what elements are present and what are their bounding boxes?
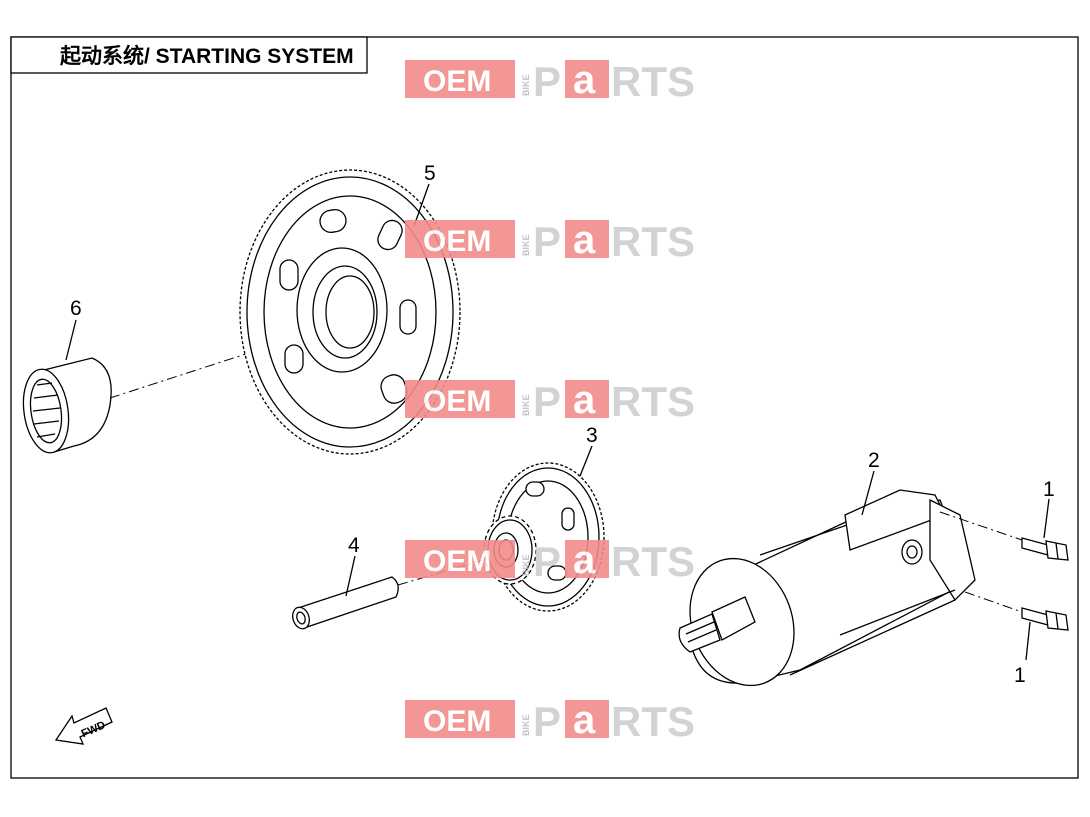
- watermark: OEM BIKE P a RTS: [405, 58, 695, 105]
- part-1-bolt-lower[interactable]: [1021, 607, 1069, 631]
- title-box: [10, 36, 368, 74]
- part-1-bolt-upper[interactable]: [1021, 537, 1069, 561]
- svg-text:OEM: OEM: [423, 705, 491, 738]
- svg-text:OEM: OEM: [423, 225, 491, 258]
- fwd-arrow-icon: FWD: [54, 707, 113, 745]
- part-4-shaft[interactable]: [290, 576, 399, 631]
- svg-text:P: P: [533, 538, 561, 585]
- svg-text:BIKE: BIKE: [521, 394, 531, 416]
- callout-5: 5: [424, 162, 436, 185]
- svg-text:RTS: RTS: [611, 378, 695, 425]
- callout-4: 4: [348, 534, 360, 557]
- callout-2: 2: [868, 449, 880, 472]
- axis-line-bolt-upper: [939, 511, 1023, 541]
- part-3-idler-gear[interactable]: [483, 462, 605, 612]
- svg-text:OEM: OEM: [423, 65, 491, 98]
- svg-text:a: a: [573, 378, 596, 422]
- svg-text:BIKE: BIKE: [521, 714, 531, 736]
- callout-1b: 1: [1014, 664, 1026, 687]
- svg-text:RTS: RTS: [611, 538, 695, 585]
- svg-text:P: P: [533, 698, 561, 745]
- svg-text:a: a: [573, 698, 596, 742]
- svg-text:BIKE: BIKE: [521, 554, 531, 576]
- svg-text:P: P: [533, 378, 561, 425]
- part-6-bearing[interactable]: [18, 357, 112, 456]
- diagram-title: 起动系统/ STARTING SYSTEM: [59, 44, 354, 68]
- watermark: OEM BIKE P a RTS: [405, 698, 695, 745]
- svg-text:a: a: [573, 538, 596, 582]
- watermarks: OEM BIKE P a RTS OEM BIKE P a RTS OEM BI…: [405, 58, 695, 745]
- callout-3: 3: [586, 424, 598, 447]
- svg-text:BIKE: BIKE: [521, 74, 531, 96]
- svg-text:OEM: OEM: [423, 385, 491, 418]
- watermark: OEM BIKE P a RTS: [405, 378, 695, 425]
- watermark: OEM BIKE P a RTS: [405, 538, 695, 585]
- svg-text:a: a: [573, 218, 596, 262]
- diagram-frame: [10, 36, 1079, 779]
- svg-text:a: a: [573, 58, 596, 102]
- watermark: OEM BIKE P a RTS: [405, 218, 695, 265]
- svg-text:P: P: [533, 58, 561, 105]
- callout-6: 6: [70, 297, 82, 320]
- svg-text:BIKE: BIKE: [521, 234, 531, 256]
- svg-text:P: P: [533, 218, 561, 265]
- svg-text:RTS: RTS: [611, 218, 695, 265]
- svg-text:OEM: OEM: [423, 545, 491, 578]
- svg-text:RTS: RTS: [611, 58, 695, 105]
- callouts: 5 6 3 4 2 1 1: [65, 162, 1055, 687]
- svg-text:RTS: RTS: [611, 698, 695, 745]
- part-2-starter-motor[interactable]: [673, 489, 976, 700]
- callout-1a: 1: [1043, 478, 1055, 501]
- axis-line-bolt-lower: [964, 591, 1023, 613]
